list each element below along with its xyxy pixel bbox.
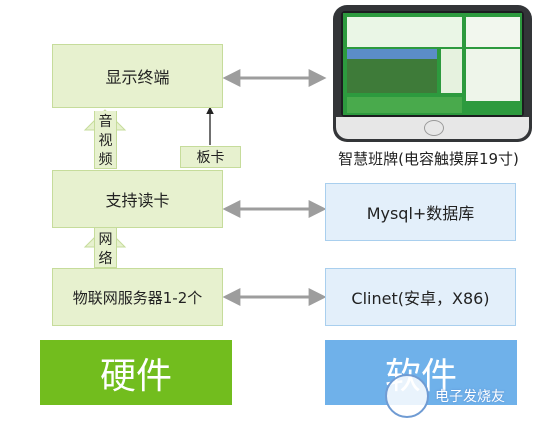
client-label: Clinet(安卓，X86): [351, 289, 490, 308]
database-label: Mysql+数据库: [366, 204, 475, 223]
network-char-2: 络: [98, 250, 113, 267]
hardware-category-label: 硬件: [99, 355, 172, 397]
audio-video-char-1: 音: [98, 113, 113, 130]
board-card-box: 板卡: [180, 146, 241, 168]
client-box: Clinet(安卓，X86): [325, 268, 516, 326]
device-caption: 智慧班牌(电容触摸屏19寸): [338, 150, 519, 168]
audio-video-char-3: 频: [98, 151, 113, 168]
display-terminal-box: 显示终端: [52, 44, 223, 108]
audio-video-arrow: 音 视 频: [94, 111, 117, 169]
audio-video-char-2: 视: [98, 132, 113, 149]
device-screen-content: [343, 13, 522, 115]
iot-server-label: 物联网服务器1-2个: [72, 288, 203, 307]
network-char-1: 网: [98, 231, 113, 248]
card-support-box: 支持读卡: [52, 170, 223, 228]
watermark-text: 电子发烧友: [435, 389, 505, 405]
database-box: Mysql+数据库: [325, 183, 516, 241]
board-card-label: 板卡: [196, 150, 225, 166]
display-terminal-label: 显示终端: [105, 68, 170, 87]
watermark-logo-icon: [385, 374, 429, 418]
nfc-icon: [424, 120, 444, 136]
network-arrow: 网 络: [94, 228, 117, 268]
device-screen: [341, 11, 524, 117]
hardware-category-box: 硬件: [40, 340, 232, 405]
watermark: 电子发烧友: [385, 374, 505, 418]
iot-server-box: 物联网服务器1-2个: [52, 268, 223, 326]
card-support-label: 支持读卡: [105, 191, 170, 210]
